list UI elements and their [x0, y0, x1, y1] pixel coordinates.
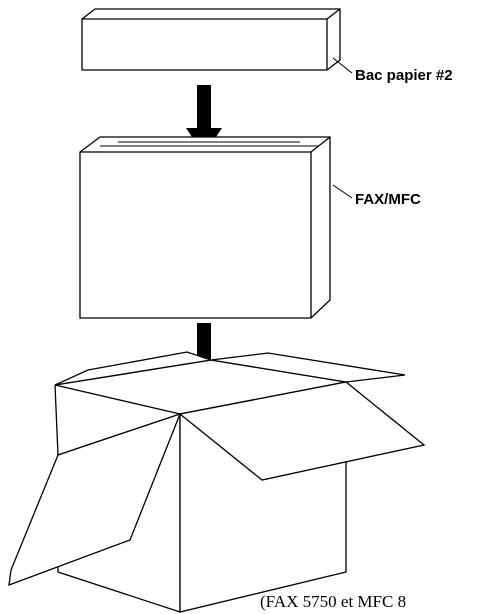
fax-mfc-label: FAX/MFC	[355, 191, 421, 208]
fax-mfc-callout: FAX/MFC	[332, 184, 421, 208]
paper-tray-label: Bac papier #2	[355, 67, 453, 84]
paper-tray-callout: Bac papier #2	[332, 57, 453, 84]
shipping-carton	[8, 351, 426, 613]
fax-mfc-box	[79, 136, 331, 319]
model-caption: (FAX 5750 et MFC 8	[260, 592, 406, 611]
paper-tray-box	[81, 8, 341, 71]
